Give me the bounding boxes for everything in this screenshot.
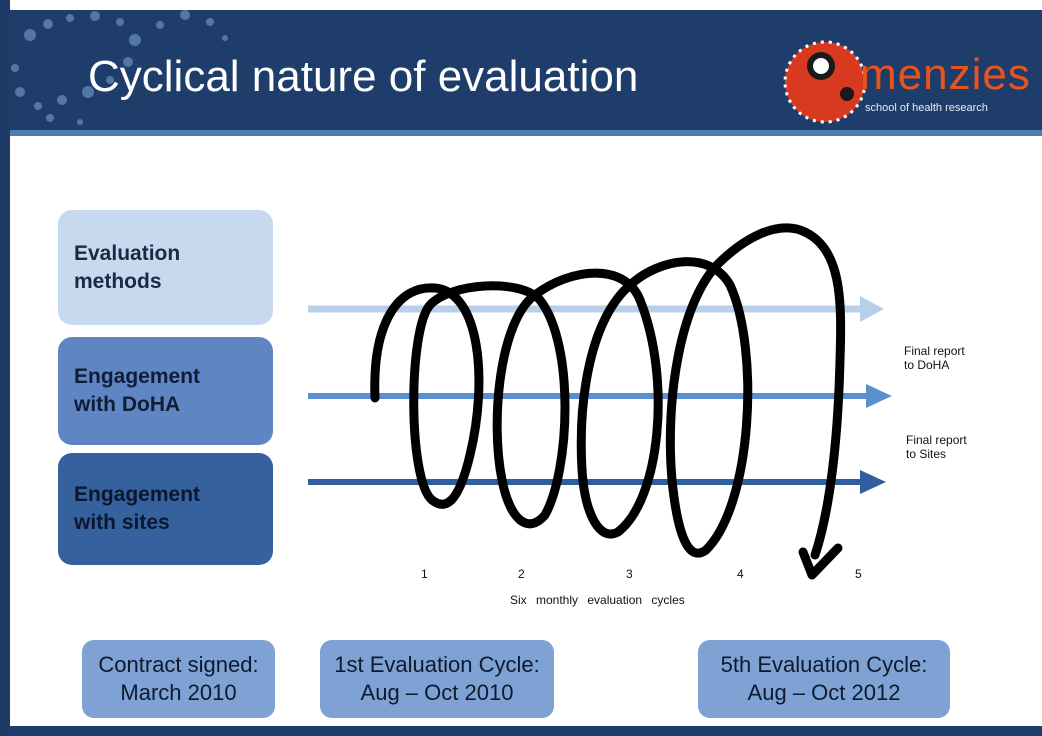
header-bar: Cyclical nature of evaluation menzies sc…: [10, 10, 1042, 130]
note-final-report-sites: Final report to Sites: [906, 433, 967, 461]
left-frame: [0, 0, 10, 736]
row-box-evaluation-methods: Evaluation methods: [58, 210, 273, 325]
slide-title: Cyclical nature of evaluation: [88, 52, 639, 101]
cycle-number: 3: [626, 567, 633, 581]
note-final-report-doha: Final report to DoHA: [904, 344, 965, 372]
decorative-dots: [11, 10, 228, 125]
evaluation-spiral: [370, 223, 846, 580]
milestone-first-cycle: 1st Evaluation Cycle: Aug – Oct 2010: [320, 640, 554, 718]
menzies-logo: menzies school of health research: [775, 32, 1035, 130]
arrow-evaluation-methods: [308, 296, 884, 322]
row-box-engagement-sites: Engagement with sites: [58, 453, 273, 565]
logo-subtitle: school of health research: [865, 102, 988, 114]
milestone-contract-signed: Contract signed: March 2010: [82, 640, 275, 718]
arrow-engagement-doha: [308, 384, 892, 408]
logo-emblem-icon: [783, 40, 867, 124]
row-box-engagement-doha: Engagement with DoHA: [58, 337, 273, 445]
arrow-engagement-sites: [308, 470, 886, 494]
footer-bar: [10, 726, 1042, 736]
logo-wordmark: menzies: [860, 50, 1031, 99]
cycle-number: 2: [518, 567, 525, 581]
cycle-number: 5: [855, 567, 862, 581]
header-accent-band: [10, 130, 1042, 136]
cycles-caption: Six monthly evaluation cycles: [510, 593, 685, 607]
cycle-number: 1: [421, 567, 428, 581]
cycle-number: 4: [737, 567, 744, 581]
milestone-fifth-cycle: 5th Evaluation Cycle: Aug – Oct 2012: [698, 640, 950, 718]
